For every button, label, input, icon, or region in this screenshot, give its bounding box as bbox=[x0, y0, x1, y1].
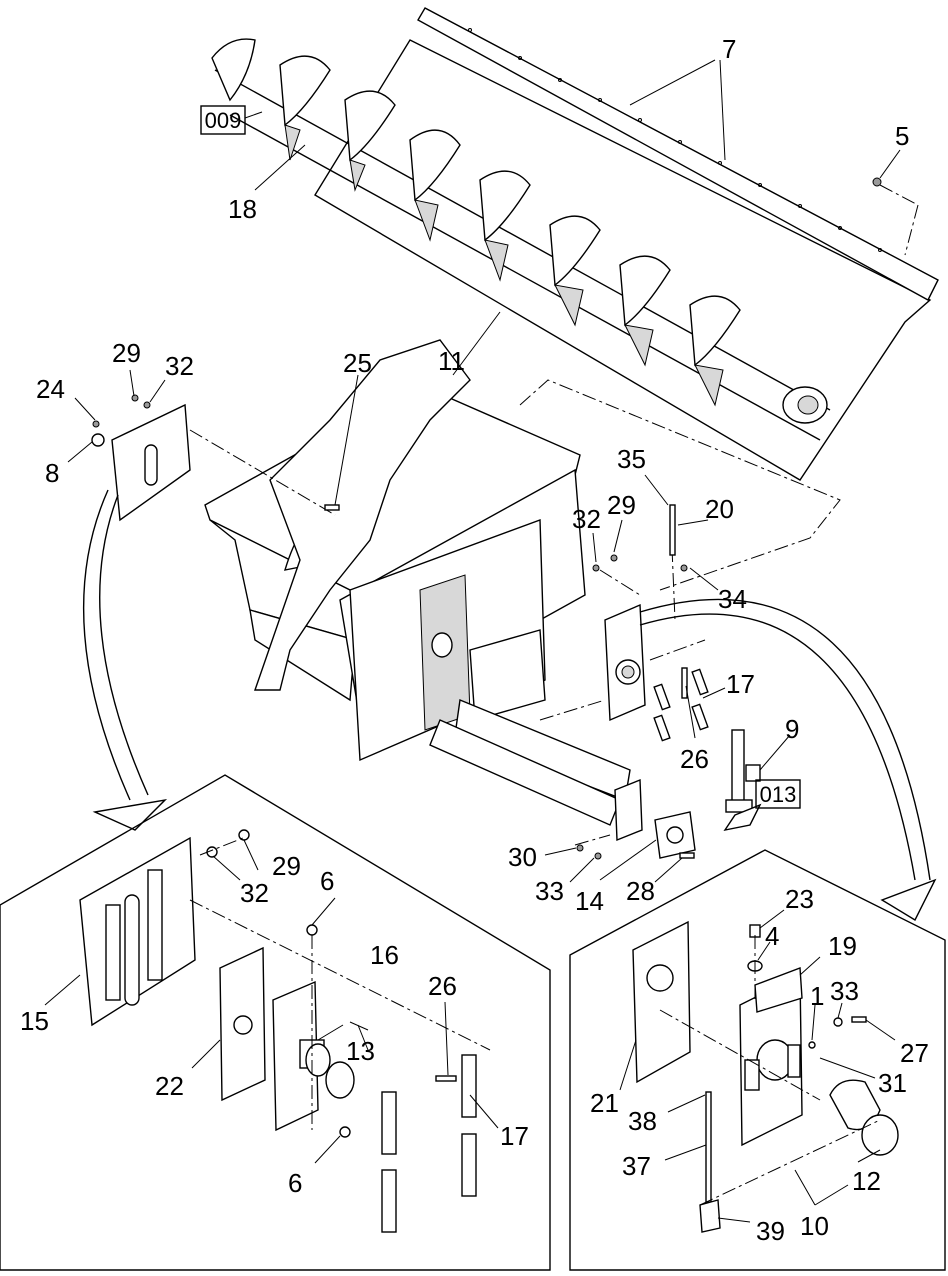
callout-4: 4 bbox=[765, 921, 779, 951]
ref-009-label: 009 bbox=[205, 108, 242, 133]
drive-bracket-assembly bbox=[349, 519, 631, 826]
callout-18: 18 bbox=[228, 194, 257, 224]
callout-7: 7 bbox=[722, 34, 736, 64]
callout-6-upper: 6 bbox=[320, 866, 334, 896]
auger-flighting bbox=[211, 38, 831, 441]
callout-13: 13 bbox=[346, 1036, 375, 1066]
callout-9: 9 bbox=[785, 714, 799, 744]
jack-stand-9 bbox=[723, 729, 762, 832]
callout-33-upper: 33 bbox=[535, 876, 564, 906]
callout-29-mid: 29 bbox=[607, 490, 636, 520]
callout-17-upper: 17 bbox=[726, 669, 755, 699]
inset-left bbox=[0, 774, 551, 1271]
callout-labels: 7 5 18 11 25 29 32 24 8 35 20 32 29 34 1… bbox=[20, 34, 929, 1246]
callout-32-upper: 32 bbox=[165, 351, 194, 381]
side-plate-15-upper bbox=[91, 394, 191, 522]
callout-26-upper: 26 bbox=[680, 744, 709, 774]
callout-37: 37 bbox=[622, 1151, 651, 1181]
mounting-plate-20 bbox=[604, 603, 646, 722]
callout-30: 30 bbox=[508, 842, 537, 872]
transfer-arrow-left bbox=[82, 489, 168, 831]
callout-16: 16 bbox=[370, 940, 399, 970]
callout-32-mid: 32 bbox=[572, 504, 601, 534]
callout-32-left-inset: 32 bbox=[240, 878, 269, 908]
callout-1: 1 bbox=[810, 981, 824, 1011]
callout-8: 8 bbox=[45, 458, 59, 488]
hardware-upper bbox=[324, 177, 882, 860]
inset-right bbox=[569, 849, 946, 1271]
callout-29-left-inset: 29 bbox=[272, 851, 301, 881]
callout-26-left-inset: 26 bbox=[428, 971, 457, 1001]
callout-23: 23 bbox=[785, 884, 814, 914]
leader-lines-right-inset bbox=[619, 909, 896, 1223]
callout-12: 12 bbox=[852, 1166, 881, 1196]
leader-lines-left-inset bbox=[44, 839, 499, 1164]
ref-box-009: 009 bbox=[200, 105, 246, 135]
callout-5: 5 bbox=[895, 121, 909, 151]
callout-34: 34 bbox=[718, 584, 747, 614]
callout-33-right-inset: 33 bbox=[830, 976, 859, 1006]
callout-19: 19 bbox=[828, 931, 857, 961]
callout-39: 39 bbox=[756, 1216, 785, 1246]
callout-38: 38 bbox=[628, 1106, 657, 1136]
hitch-plate-14 bbox=[614, 778, 696, 859]
callout-14: 14 bbox=[575, 886, 604, 916]
callout-29-upper: 29 bbox=[112, 338, 141, 368]
break-band bbox=[254, 339, 471, 691]
transfer-arrow-right bbox=[639, 598, 937, 921]
ref-box-013: 013 bbox=[755, 779, 801, 809]
callout-21: 21 bbox=[590, 1088, 619, 1118]
leader-lines-upper bbox=[67, 59, 901, 883]
callout-10: 10 bbox=[800, 1211, 829, 1241]
auger-trough bbox=[314, 7, 939, 481]
callout-11: 11 bbox=[438, 346, 465, 376]
callout-17-left-inset: 17 bbox=[500, 1121, 529, 1151]
callout-24: 24 bbox=[36, 374, 65, 404]
ref-013-label: 013 bbox=[760, 782, 797, 807]
callout-22: 22 bbox=[155, 1071, 184, 1101]
callout-27: 27 bbox=[900, 1038, 929, 1068]
callout-6-lower: 6 bbox=[288, 1168, 302, 1198]
callout-20: 20 bbox=[705, 494, 734, 524]
hinge-tabs-17 bbox=[653, 668, 709, 742]
callout-31: 31 bbox=[878, 1068, 907, 1098]
callout-35: 35 bbox=[617, 444, 646, 474]
callout-28: 28 bbox=[626, 876, 655, 906]
callout-15: 15 bbox=[20, 1006, 49, 1036]
callout-25: 25 bbox=[343, 348, 372, 378]
